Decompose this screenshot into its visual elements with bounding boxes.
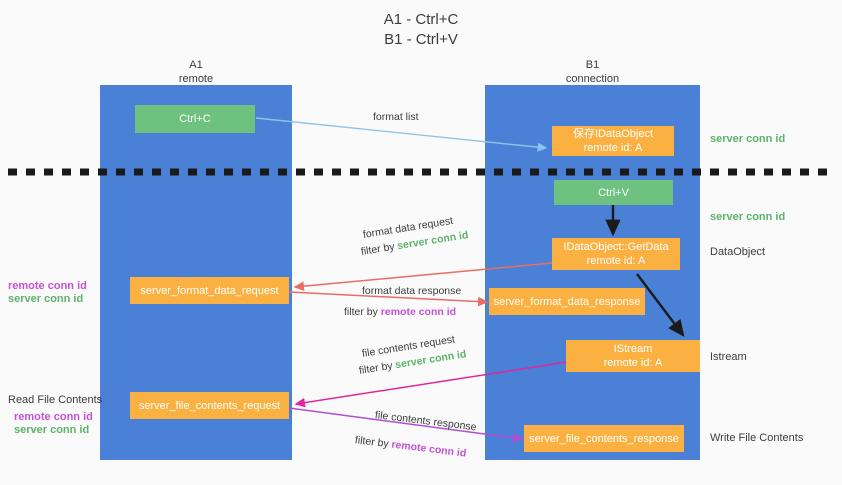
- node-ctrl-c-label: Ctrl+C: [179, 113, 211, 125]
- annotation-left-remote-conn-id-low: remote conn id: [14, 411, 93, 423]
- filter-prefix: filter by: [344, 306, 381, 318]
- arrow-format-list: [255, 117, 548, 152]
- arrow-getdata-to-istream: [636, 273, 685, 337]
- annotation-left-remote-conn-id-mid: remote conn id: [8, 280, 87, 292]
- lane-header-a1: A1 remote: [100, 58, 292, 86]
- node-ctrl-c[interactable]: Ctrl+C: [135, 105, 255, 133]
- node-server-format-data-response-label: server_format_data_response: [493, 295, 641, 308]
- edge-label-format-data-response-line1: format data response: [362, 285, 462, 297]
- annotation-istream: Istream: [710, 351, 747, 363]
- annotation-left-server-conn-id-mid: server conn id: [8, 293, 84, 305]
- title-line-2: B1 - Ctrl+V: [384, 31, 458, 48]
- annotation-read-file-contents: Read File Contents: [8, 394, 103, 406]
- arrow-format-data-request: [293, 262, 553, 291]
- node-getdata-sub: remote id: A: [586, 255, 646, 267]
- lane-a1-sub: remote: [178, 73, 214, 85]
- node-server-format-data-response[interactable]: server_format_data_response: [489, 288, 645, 315]
- edge-label-format-data-response-filter: filter by remote conn id: [344, 305, 456, 319]
- edge-label-format-list: format list: [373, 111, 419, 123]
- lane-a1-name: A1: [189, 59, 203, 71]
- arrow-file-contents-request: [294, 361, 568, 408]
- lane-header-b1: B1 connection: [485, 58, 700, 86]
- node-getdata-label: IDataObject::GetData: [563, 241, 669, 253]
- node-server-format-data-request[interactable]: server_format_data_request: [130, 277, 289, 304]
- node-save-idataobject[interactable]: 保存IDataObject remote id: A: [552, 126, 674, 156]
- node-save-idataobject-label: 保存IDataObject: [572, 128, 654, 140]
- arrow-file-contents-response: [288, 407, 524, 443]
- node-server-file-contents-request[interactable]: server_file_contents_request: [130, 392, 289, 419]
- annotation-write-file-contents: Write File Contents: [710, 432, 804, 444]
- node-istream[interactable]: IStream remote id: A: [566, 340, 700, 372]
- node-istream-label: IStream: [613, 343, 653, 355]
- annotation-dataobject: DataObject: [710, 246, 766, 258]
- annotation-left-server-conn-id-low: server conn id: [14, 424, 90, 436]
- annotation-right-server-conn-id-top: server conn id: [710, 133, 786, 145]
- node-server-file-contents-response[interactable]: server_file_contents_response: [524, 425, 684, 452]
- lane-b1-sub: connection: [565, 73, 620, 85]
- node-istream-sub: remote id: A: [603, 357, 663, 369]
- node-getdata[interactable]: IDataObject::GetData remote id: A: [552, 238, 680, 270]
- filter-key-remote-conn-id: remote conn id: [380, 306, 457, 318]
- title-line-1: A1 - Ctrl+C: [383, 11, 459, 28]
- node-server-format-data-request-label: server_format_data_request: [140, 284, 279, 297]
- node-ctrl-v-label: Ctrl+V: [598, 186, 629, 199]
- node-ctrl-v[interactable]: Ctrl+V: [554, 180, 673, 205]
- node-server-file-contents-response-label: server_file_contents_response: [529, 432, 679, 445]
- node-save-idataobject-sub: remote id: A: [583, 142, 643, 154]
- lane-b1-name: B1: [585, 59, 600, 71]
- annotation-right-server-conn-id-mid: server conn id: [710, 211, 786, 223]
- node-server-file-contents-request-label: server_file_contents_request: [138, 399, 281, 412]
- arrow-format-data-response: [288, 291, 489, 307]
- diagram-title: A1 - Ctrl+C B1 - Ctrl+V: [0, 10, 842, 50]
